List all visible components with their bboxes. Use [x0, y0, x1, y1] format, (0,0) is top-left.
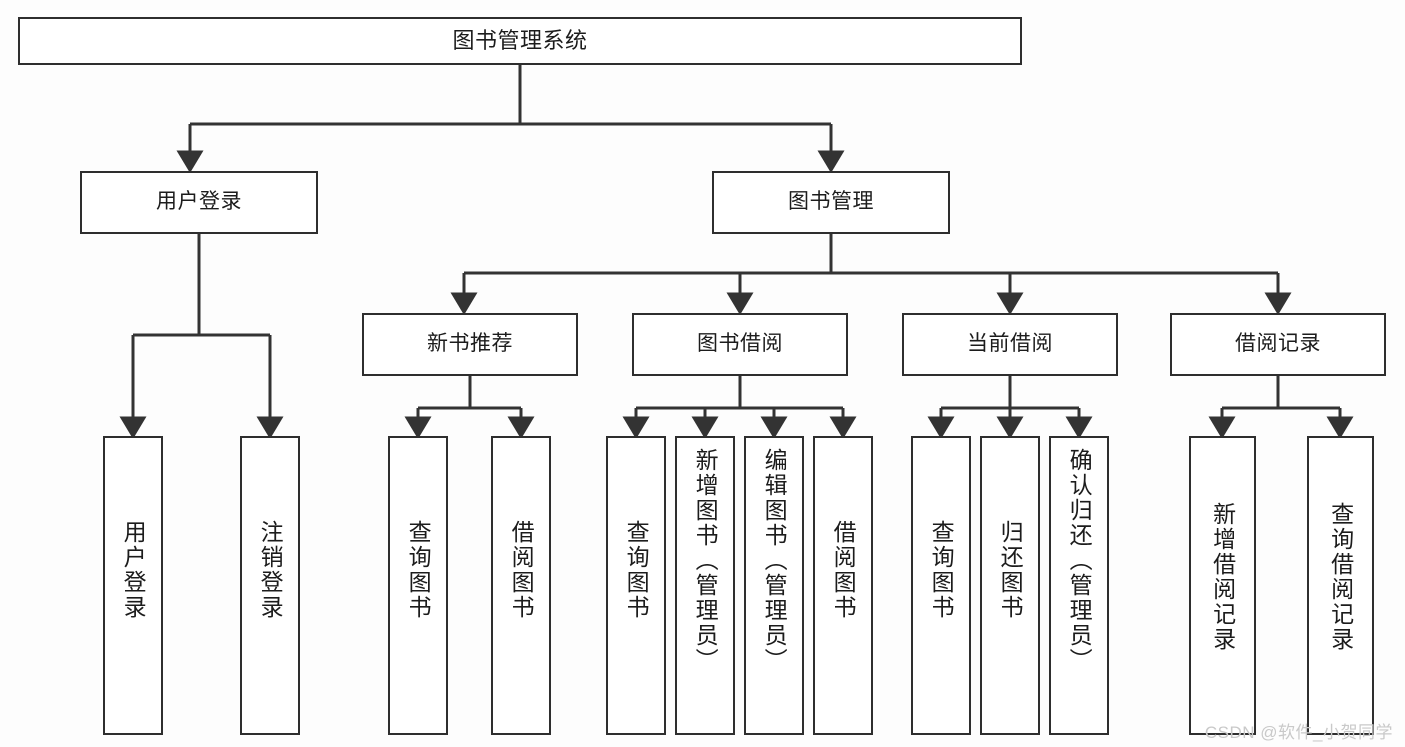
- leaf-user-login[interactable]: 用户登录: [103, 436, 163, 735]
- node-label: 编辑图书（管理员）: [761, 448, 788, 673]
- node-label: 图书管理: [788, 190, 874, 214]
- node-label: 查询图书: [928, 520, 955, 620]
- node-label: 借阅记录: [1235, 332, 1321, 356]
- node-label: 当前借阅: [967, 332, 1053, 356]
- node-label: 借阅图书: [508, 520, 535, 620]
- leaf-add-borrow-record[interactable]: 新增借阅记录: [1189, 436, 1256, 735]
- leaf-confirm-return-admin[interactable]: 确认归还（管理员）: [1049, 436, 1109, 735]
- node-label: 用户登录: [120, 520, 147, 620]
- leaf-query-borrow-record[interactable]: 查询借阅记录: [1307, 436, 1374, 735]
- node-label: 图书借阅: [697, 332, 783, 356]
- node-label: 查询图书: [405, 520, 432, 620]
- leaf-user-logout[interactable]: 注销登录: [240, 436, 300, 735]
- node-label: 图书管理系统: [452, 28, 588, 54]
- leaf-return-book[interactable]: 归还图书: [980, 436, 1040, 735]
- leaf-borrow-book[interactable]: 借阅图书: [813, 436, 873, 735]
- leaf-edit-book-admin[interactable]: 编辑图书（管理员）: [744, 436, 804, 735]
- node-root[interactable]: 图书管理系统: [18, 17, 1022, 65]
- node-current-borrow[interactable]: 当前借阅: [902, 313, 1118, 376]
- node-label: 确认归还（管理员）: [1066, 448, 1093, 673]
- node-label: 查询图书: [623, 520, 650, 620]
- node-label: 借阅图书: [830, 520, 857, 620]
- leaf-borrow-book-recommend[interactable]: 借阅图书: [491, 436, 551, 735]
- node-book-borrow[interactable]: 图书借阅: [632, 313, 848, 376]
- node-label: 注销登录: [257, 520, 284, 620]
- leaf-query-book-recommend[interactable]: 查询图书: [388, 436, 448, 735]
- node-book-management[interactable]: 图书管理: [712, 171, 950, 234]
- leaf-add-book-admin[interactable]: 新增图书（管理员）: [675, 436, 735, 735]
- leaf-query-book-current[interactable]: 查询图书: [911, 436, 971, 735]
- node-borrow-record[interactable]: 借阅记录: [1170, 313, 1386, 376]
- node-label: 新增图书（管理员）: [692, 448, 719, 673]
- node-label: 查询借阅记录: [1327, 502, 1354, 652]
- node-label: 用户登录: [156, 190, 242, 214]
- node-new-book-recommend[interactable]: 新书推荐: [362, 313, 578, 376]
- leaf-query-book-borrow[interactable]: 查询图书: [606, 436, 666, 735]
- node-label: 归还图书: [997, 520, 1024, 620]
- node-label: 新书推荐: [427, 332, 513, 356]
- node-label: 新增借阅记录: [1209, 502, 1236, 652]
- node-user-login[interactable]: 用户登录: [80, 171, 318, 234]
- csdn-watermark: CSDN @软件_小贺同学: [1204, 723, 1393, 742]
